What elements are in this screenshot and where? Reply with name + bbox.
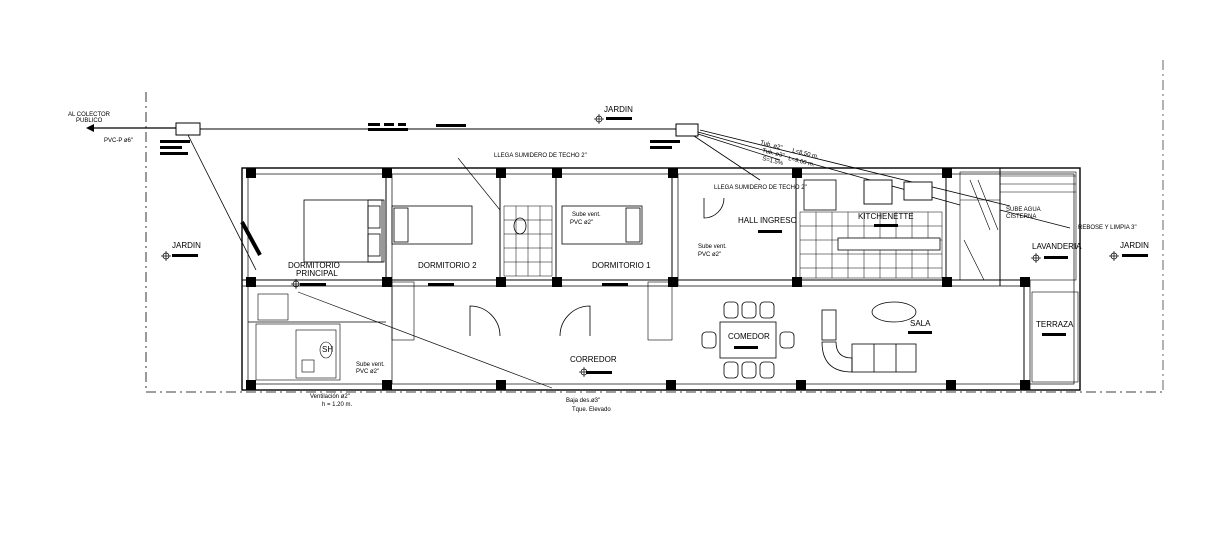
baja-des-label: Baja des.ø3" xyxy=(566,398,600,404)
reference-markers xyxy=(161,114,1119,377)
structural-columns xyxy=(246,168,1030,390)
sala-label: SALA xyxy=(910,319,931,328)
dorm1-label: DORMITORIO 1 xyxy=(592,261,651,270)
lavanderia-label: LAVANDERIA xyxy=(1032,242,1082,251)
terrace xyxy=(1031,291,1079,383)
dorm-principal-label-2: PRINCIPAL xyxy=(296,269,338,278)
jardin-right-label: JARDIN xyxy=(1120,241,1149,250)
collector-label-2: PUBLICO xyxy=(76,118,103,124)
sube-vent-3: Sube vent. xyxy=(356,362,385,368)
corredor-label: CORREDOR xyxy=(570,355,617,364)
sewer-main-line xyxy=(86,122,1071,271)
tque-label: Tque. Elevado xyxy=(572,407,611,413)
kitchenette-label: KITCHENETTE xyxy=(858,212,914,221)
tub3-label: S=1.5% xyxy=(762,156,785,167)
ventilacion-height: h = 1.20 m. xyxy=(322,402,353,408)
door-swings xyxy=(469,197,725,337)
jardin-left-label: JARDIN xyxy=(172,241,201,250)
wardrobe-grilles xyxy=(257,281,673,341)
sube-vent-2b: PVC ø2" xyxy=(698,252,721,258)
sube-agua-label: SUBE AGUA xyxy=(1006,207,1041,213)
sh-label: SH xyxy=(322,345,333,354)
hall-label: HALL INGRESO xyxy=(738,216,797,225)
tub1-label: Tub. ø2" xyxy=(760,140,783,151)
rebose-label: REBOSE Y LIMPIA 3" xyxy=(1078,225,1137,231)
terraza-label: TERRAZA xyxy=(1036,320,1074,329)
collector-label: AL COLECTOR xyxy=(68,112,111,118)
sube-vent-2: Sube vent. xyxy=(698,244,727,250)
llega-sumidero-1: LLEGA SUMIDERO DE TECHO 2" xyxy=(494,153,587,159)
bathroom-center xyxy=(503,205,553,277)
dorm2-label: DORMITORIO 2 xyxy=(418,261,477,270)
comedor-label: COMEDOR xyxy=(728,332,770,341)
pvc-main-label: PVC-P ø6" xyxy=(104,138,133,144)
sube-vent-3b: PVC ø2" xyxy=(356,369,379,375)
beds xyxy=(303,199,643,263)
sofa-set xyxy=(821,301,917,373)
sube-vent-1b: PVC ø2" xyxy=(570,220,593,226)
dorm-principal-label: DORMITORIO xyxy=(288,261,340,270)
tub2-label: Tub. ø3" xyxy=(762,148,785,159)
cisterna-label: CISTERNA xyxy=(1006,214,1036,220)
bathroom-sh xyxy=(255,323,341,381)
kitchen-tiles xyxy=(799,179,943,279)
ventilacion-label: Ventilación ø2" xyxy=(310,394,350,400)
label-tags xyxy=(172,117,1148,374)
jardin-top-label: JARDIN xyxy=(604,105,633,114)
stairs xyxy=(959,171,1077,281)
sube-vent-1: Sube vent. xyxy=(572,212,601,218)
dining-table xyxy=(701,301,795,379)
llega-sumidero-2: LLEGA SUMIDERO DE TECHO 2" xyxy=(714,185,807,191)
